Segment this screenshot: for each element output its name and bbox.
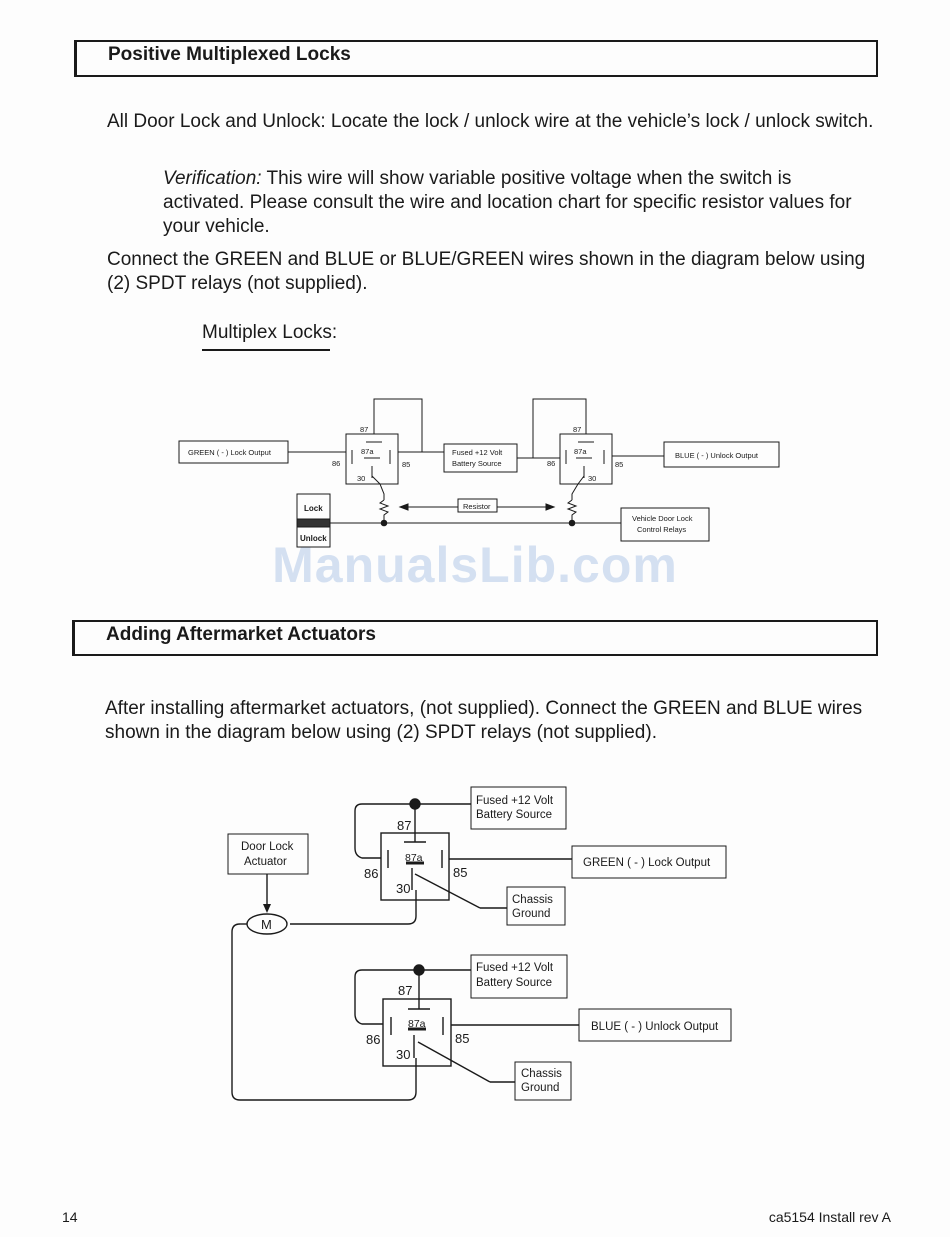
multiplex-heading-underline: [202, 349, 330, 351]
fused-source-box-bottom: [470, 954, 568, 999]
motor-label: M: [261, 917, 272, 932]
blue-unlock-output-box: [663, 441, 780, 468]
page-number: 14: [62, 1209, 78, 1225]
multiplex-locks-diagram: GREEN ( - ) Lock Output 87 87a 86 85 30 …: [178, 398, 780, 548]
relay2-pin-86: 86: [547, 459, 555, 468]
relay2-pin-87: 87: [573, 425, 581, 434]
paragraph-connect-wires: Connect the GREEN and BLUE or BLUE/GREEN…: [107, 249, 866, 294]
green-lock-output-label: GREEN ( - ) Lock Output: [188, 448, 272, 457]
green-lock-output-box-2: [571, 845, 727, 879]
door-lock-actuator-box: [227, 833, 309, 875]
vehicle-control-relays-box: [620, 507, 710, 542]
relay1-pin-30: 30: [357, 474, 365, 483]
paragraph-verification: Verification: This wire will show variab…: [163, 167, 863, 239]
unlock-relay-pin-87: 87: [398, 983, 412, 998]
fused-source-bottom-line2: Battery Source: [476, 977, 552, 989]
paragraph-door-lock-unlock: All Door Lock and Unlock: Locate the loc…: [107, 111, 874, 132]
fused-source-line1: Fused +12 Volt: [452, 448, 503, 457]
chassis-ground-box-1: [506, 886, 566, 926]
fused-source-box-top: [470, 786, 567, 830]
chassis-ground-2-line2: Ground: [521, 1082, 559, 1094]
relay-1: [345, 433, 399, 485]
lock-relay-pin-87: 87: [397, 818, 411, 833]
vehicle-relays-line1: Vehicle Door Lock: [632, 514, 693, 523]
lock-relay-pin-86: 86: [364, 866, 378, 881]
relay1-pin-87: 87: [360, 425, 368, 434]
section-title: Positive Multiplexed Locks: [108, 44, 351, 65]
unlock-relay-pin-86: 86: [366, 1032, 380, 1047]
green-lock-output-label-2: GREEN ( - ) Lock Output: [583, 857, 711, 869]
lock-relay-pin-85: 85: [453, 865, 467, 880]
paragraph-aftermarket-actuators: After installing aftermarket actuators, …: [105, 698, 863, 743]
relay1-pin-86: 86: [332, 459, 340, 468]
vehicle-relays-line2: Control Relays: [637, 525, 686, 534]
section-header-positive-multiplexed-locks: Positive Multiplexed Locks: [74, 40, 878, 77]
chassis-ground-box-2: [514, 1061, 572, 1101]
lock-label: Lock: [304, 504, 323, 513]
unlock-label: Unlock: [300, 534, 327, 543]
verification-label: Verification:: [163, 168, 262, 189]
document-id: ca5154 Install rev A: [768, 1209, 891, 1225]
resistor-label: Resistor: [463, 502, 491, 511]
resistor-2: [566, 499, 578, 523]
lock-relay-pin-30: 30: [396, 881, 410, 896]
fused-source-bottom-line1: Fused +12 Volt: [476, 962, 554, 974]
actuator-line1: Door Lock: [241, 841, 294, 853]
unlock-relay-pin-85: 85: [455, 1031, 469, 1046]
blue-unlock-output-label-2: BLUE ( - ) Unlock Output: [591, 1021, 719, 1033]
chassis-ground-1-line1: Chassis: [512, 894, 553, 906]
blue-unlock-output-box-2: [578, 1008, 732, 1042]
section-title: Adding Aftermarket Actuators: [106, 624, 376, 645]
unlock-relay: [382, 998, 452, 1067]
relay2-pin-87a: 87a: [574, 447, 587, 456]
blue-unlock-output-label: BLUE ( - ) Unlock Output: [675, 451, 759, 460]
aftermarket-actuators-diagram: Fused +12 Volt Battery Source 87 87a 86 …: [227, 786, 732, 1101]
relay1-pin-87a: 87a: [361, 447, 374, 456]
chassis-ground-2-line1: Chassis: [521, 1068, 562, 1080]
multiplex-locks-heading: Multiplex Locks:: [202, 322, 338, 343]
relay2-pin-30: 30: [588, 474, 596, 483]
chassis-ground-1-line2: Ground: [512, 908, 550, 920]
fused-source-line2: Battery Source: [452, 459, 502, 468]
lock-relay: [380, 832, 450, 901]
section-header-adding-aftermarket-actuators: Adding Aftermarket Actuators: [72, 620, 878, 656]
resistor-label-box: [457, 498, 498, 513]
resistor-1: [378, 499, 390, 523]
relay1-pin-85: 85: [402, 460, 410, 469]
fused-source-top-line1: Fused +12 Volt: [476, 795, 554, 807]
unlock-relay-pin-87a: 87a: [408, 1018, 426, 1030]
verification-text: This wire will show variable positive vo…: [163, 168, 852, 237]
lock-relay-pin-87a: 87a: [405, 852, 423, 864]
watermark: ManualsLib.com: [272, 537, 678, 593]
unlock-relay-pin-30: 30: [396, 1047, 410, 1062]
relay2-pin-85: 85: [615, 460, 623, 469]
actuator-line2: Actuator: [244, 856, 287, 868]
fused-source-top-line2: Battery Source: [476, 809, 552, 821]
